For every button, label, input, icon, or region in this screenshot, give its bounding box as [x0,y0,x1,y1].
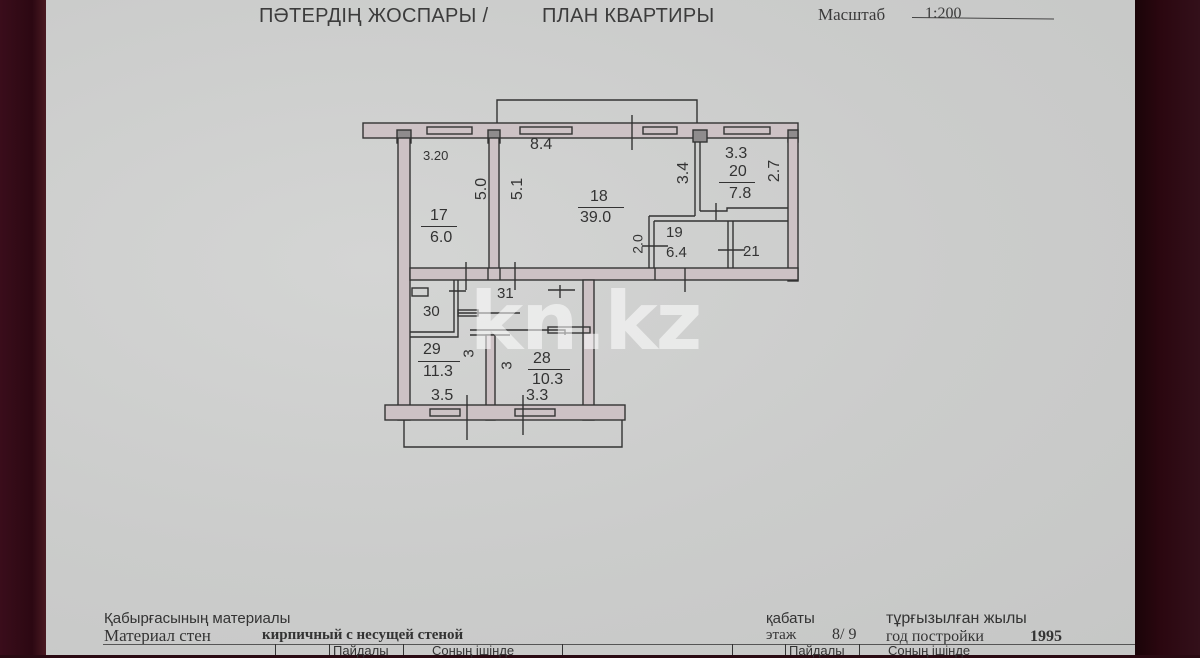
table-col-divider [275,644,276,655]
room-17-area: 6.0 [430,229,453,246]
room-20-area: 7.8 [729,185,752,202]
room-30-number: 30 [423,303,440,320]
room-21-number: 21 [743,243,760,260]
table-header-including-1: Соның ішінде [432,643,515,658]
table-col-divider [859,644,860,655]
room-20-number: 20 [729,163,747,180]
dim-8-4: 8.4 [530,136,553,153]
dim-3-3-bottom: 3.3 [526,387,549,404]
room-18-number: 18 [590,188,608,205]
dim-3-4: 3.4 [675,161,693,185]
title-kz: ПӘТЕРДІҢ ЖОСПАРЫ / [259,5,489,27]
year-value: 1995 [1030,628,1062,645]
room-29-divider [418,361,460,362]
dim-3-20: 3.20 [423,148,449,163]
table-col-divider [403,644,404,655]
table-header-useful-2: Пайдалы [789,643,845,658]
watermark: kn.kz [470,275,702,368]
floor-kz-label: қабаты [766,610,815,627]
dim-2-0: 2.0 [629,234,646,254]
room-31-number: 31 [497,285,514,302]
table-header-useful-1: Пайдалы [333,643,389,658]
room-29-area: 11.3 [423,363,453,380]
room-17-number: 17 [430,207,448,224]
dim-3-3-top: 3.3 [725,145,748,162]
room-18-area: 39.0 [580,209,612,226]
room-20-divider [719,182,755,183]
floor-value: 8/ 9 [832,626,857,643]
room-19-area: 6.4 [666,244,687,261]
table-header-including-2: Соның ішінде [888,643,971,658]
room-18-divider [578,207,624,208]
room-28-number: 28 [533,350,551,367]
backdrop-right [1135,0,1200,655]
table-col-divider [732,644,733,655]
floor-ru-label: этаж [766,627,797,643]
backdrop-left [0,0,46,655]
footer-table-top-border [103,644,1135,645]
table-col-divider [785,644,786,655]
wall-material-value: кирпичный с несущей стеной [262,627,464,643]
title-ru: ПЛАН КВАРТИРЫ [542,5,715,27]
table-col-divider [562,644,563,655]
dim-5-1: 5.1 [509,177,527,201]
dim-5-0: 5.0 [473,177,491,201]
year-ru-label: год постройки [886,628,984,645]
dim-3-5: 3.5 [431,387,454,404]
table-col-divider [329,644,330,655]
room-28-area: 10.3 [532,371,564,388]
wall-material-ru-label: Материал стен [104,626,211,645]
dim-2-7: 2.7 [766,159,784,183]
year-kz-label: тұрғызылған жылы [886,610,1027,627]
room-29-number: 29 [423,341,441,358]
room-19-number: 19 [666,224,683,241]
room-28-divider [528,369,570,370]
wall-material-kz-label: Қабырғасының материалы [104,610,291,627]
room-17-divider [421,226,457,227]
scale-label: Масштаб [818,5,886,24]
